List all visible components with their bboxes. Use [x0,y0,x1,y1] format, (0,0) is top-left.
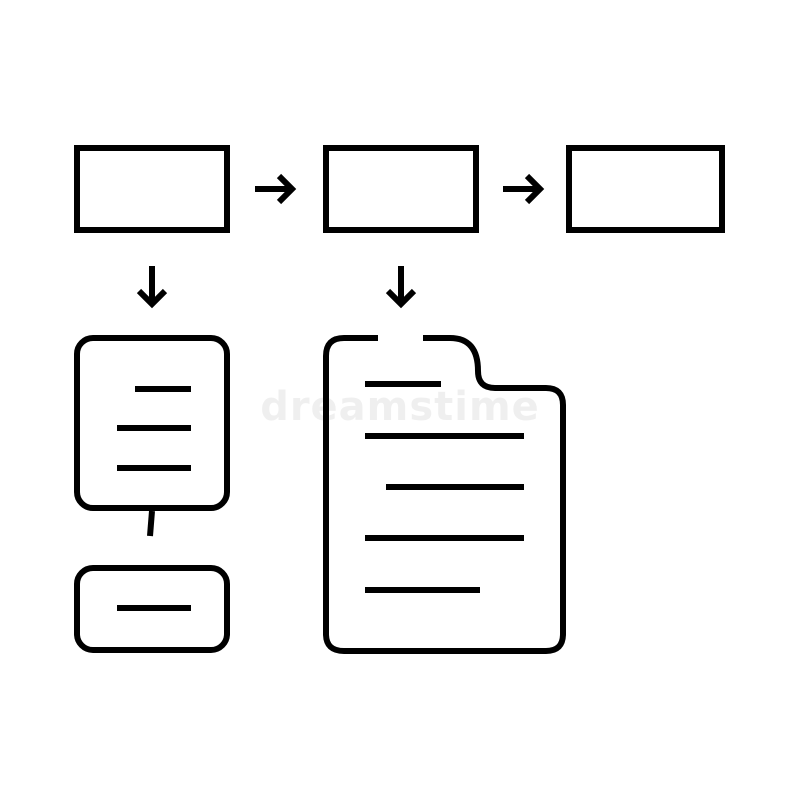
arrow-box2-to-box3 [503,173,545,205]
arrow-box1-to-document-card [136,266,168,309]
large-document [323,335,566,654]
document-card-lines [117,386,191,471]
connector-line [147,510,155,537]
top-box-3 [566,145,725,233]
top-box-2 [323,145,479,233]
small-card [74,565,230,653]
document-card [74,335,230,511]
arrow-box1-to-box2 [255,173,297,205]
top-box-1 [74,145,230,233]
arrow-box2-to-large-document [385,266,417,309]
large-document-lines [365,381,524,593]
